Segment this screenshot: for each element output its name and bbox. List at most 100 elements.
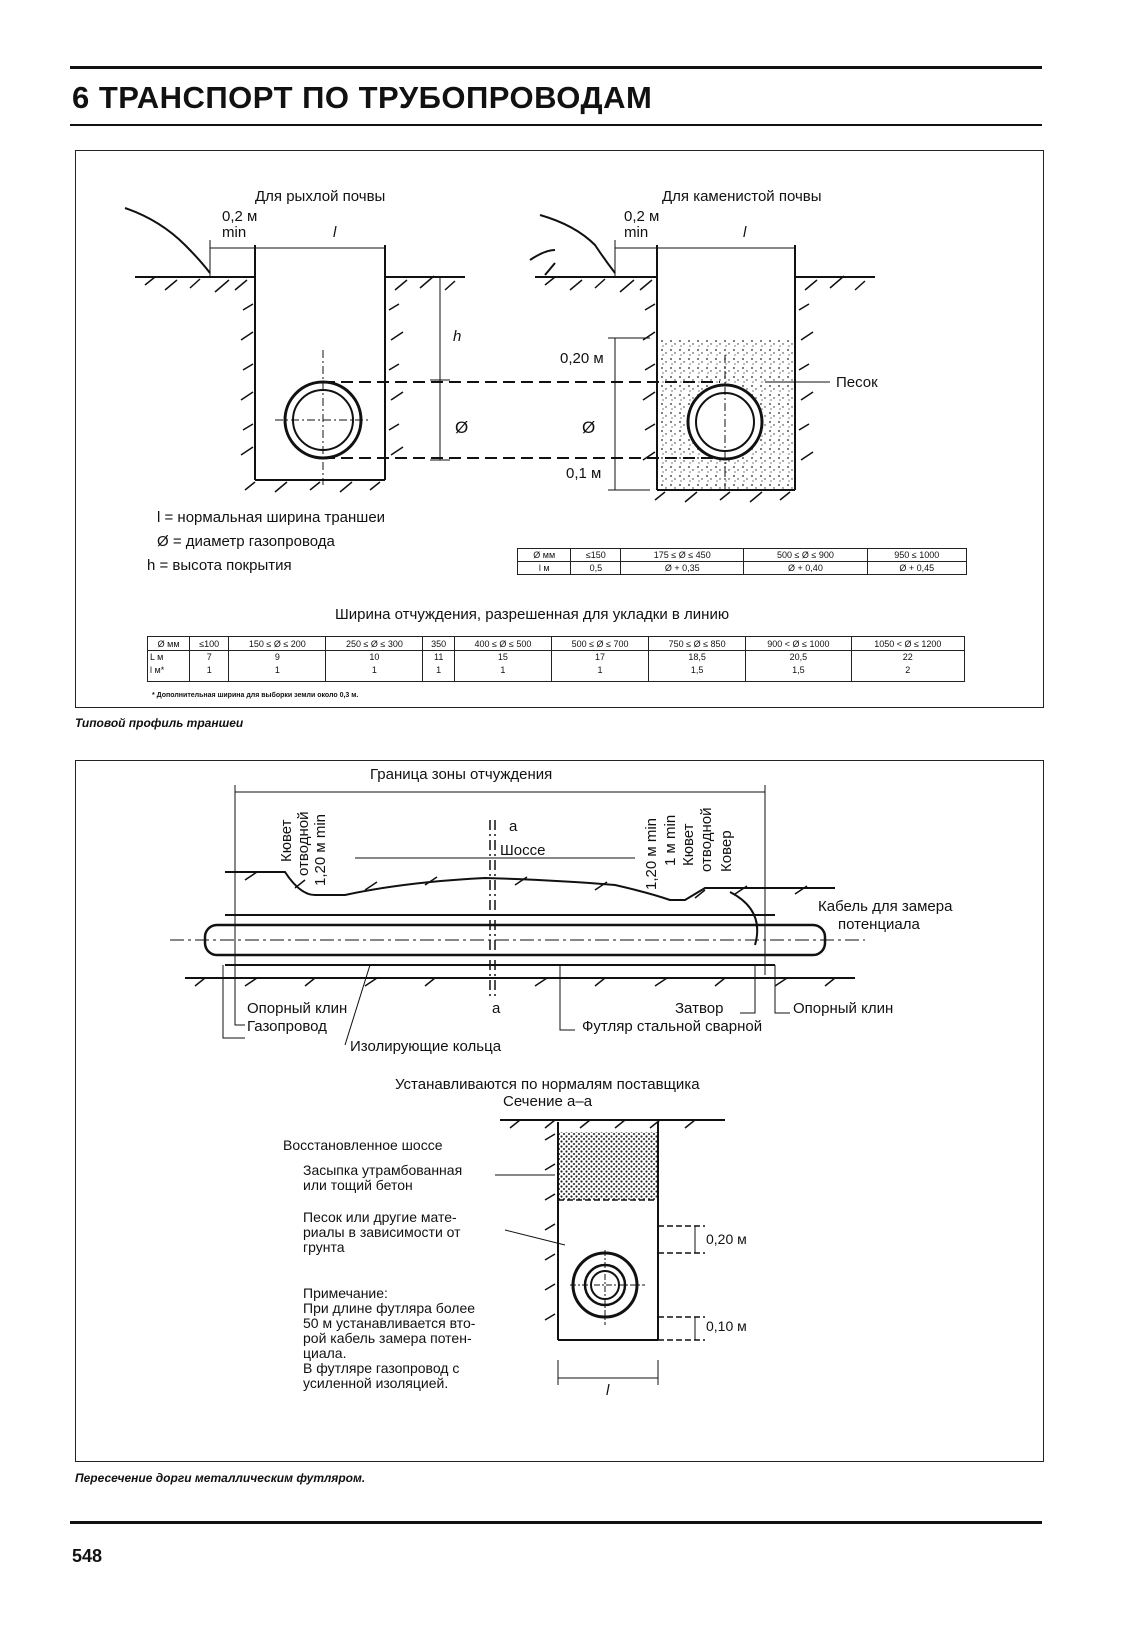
table-cell: 400 ≤ Ø ≤ 500 — [453, 636, 552, 651]
right-ditch-label: Кювет — [680, 823, 697, 866]
trench-profile-drawing — [124, 207, 875, 503]
legend-diameter: Ø = диаметр газопровода — [157, 533, 335, 550]
cell-value: 1 — [206, 665, 212, 675]
header-bottom-rule — [70, 124, 1042, 126]
left-ditch-label: Кювет — [278, 819, 295, 862]
section-width-symbol: l — [606, 1382, 610, 1399]
page-number: 548 — [72, 1546, 103, 1566]
note-line: грунта — [303, 1239, 345, 1255]
table-cell: 750 ≤ Ø ≤ 850 — [648, 636, 747, 651]
table-cell: 20,5 1,5 — [745, 650, 852, 682]
soft-soil-gap-min: min — [222, 224, 247, 241]
left-depth-label: 1,20 м min — [312, 813, 329, 886]
right-ditch-label-2: отводной — [698, 807, 715, 872]
figure-trench-profile — [75, 150, 1044, 708]
table-cell: Ø + 0,35 — [620, 561, 745, 575]
header-top-rule — [70, 66, 1042, 69]
sand-top-dimension: 0,20 м — [560, 350, 604, 367]
note-line: При длине футляра более — [303, 1300, 476, 1316]
soft-soil-width-symbol: l — [333, 224, 337, 241]
table-cell: 900 < Ø ≤ 1000 — [745, 636, 852, 651]
cell-value: 17 — [595, 652, 606, 662]
table-cell: Ø + 0,40 — [743, 561, 868, 575]
zone-boundary-label: Граница зоны отчуждения — [370, 766, 553, 783]
row-label: L м — [150, 652, 164, 662]
section-top-dimension: 0,20 м — [706, 1231, 747, 1247]
cell-value: 1 — [371, 665, 377, 675]
table-cell: 250 ≤ Ø ≤ 300 — [325, 636, 424, 651]
cell-value: 7 — [206, 652, 212, 662]
table-cell: 500 ≤ Ø ≤ 700 — [550, 636, 650, 651]
table-cell: L м l м* — [146, 650, 191, 682]
soft-soil-diameter-symbol: Ø — [455, 418, 469, 437]
cable-label-2: потенциала — [838, 916, 920, 933]
cell-value: 1 — [274, 665, 280, 675]
section-note: Примечание: При длине футляра более 50 м… — [303, 1286, 475, 1391]
figure1-caption: Типовой профиль траншеи — [75, 716, 244, 730]
note-line: или тощий бетон — [303, 1177, 413, 1193]
note-line: риалы в зависимости от — [303, 1224, 461, 1240]
cell-value: 22 — [902, 652, 913, 662]
table-cell: 350 — [422, 636, 455, 651]
cell-value: 1,5 — [792, 665, 805, 675]
note-line: В футляре газопровод с — [303, 1360, 460, 1376]
table-footnote: * Дополнительная ширина для выборки земл… — [152, 692, 359, 699]
rocky-soil-trench — [529, 214, 875, 503]
sand-other-label: Песок или другие мате- риалы в зависимос… — [303, 1210, 461, 1255]
note-line: Засыпка утрамбованная — [303, 1162, 463, 1178]
height-symbol: h — [453, 328, 462, 345]
table2-caption: Ширина отчуждения, разрешенная для уклад… — [335, 606, 730, 623]
right-min-label: 1 м min — [662, 814, 679, 866]
rocky-soil-gap-min: min — [624, 224, 649, 241]
soft-soil-label: Для рыхлой почвы — [255, 188, 386, 205]
table-cell: 0,5 — [570, 561, 622, 575]
table-row: Ø мм ≤100 150 ≤ Ø ≤ 200 250 ≤ Ø ≤ 300 35… — [146, 636, 966, 651]
cell-value: 2 — [905, 665, 911, 675]
legend-height: h = высота покрытия — [147, 557, 292, 574]
soft-soil-gap-value: 0,2 м — [222, 208, 258, 225]
insulating-rings-label: Изолирующие кольца — [350, 1038, 502, 1055]
table-cell: ≤150 — [570, 548, 622, 562]
figure-road-crossing — [75, 760, 1044, 1462]
sand-label: Песок — [836, 374, 878, 391]
cell-value: 11 — [434, 652, 444, 662]
table-cell: 950 ≤ 1000 — [866, 548, 968, 562]
note-line: Примечание: — [303, 1285, 388, 1301]
soft-soil-dimensions — [209, 240, 450, 461]
rocky-soil-dimensions — [608, 240, 830, 491]
right-depth-label: 1,20 м min — [643, 817, 660, 890]
note-line: усиленной изоляцией. — [303, 1375, 449, 1391]
cell-value: 1 — [597, 665, 603, 675]
section-title: Сечение а–а — [503, 1093, 593, 1110]
cell-value: 1 — [436, 665, 442, 675]
soft-soil-trench — [124, 207, 465, 493]
note-line: Песок или другие мате- — [303, 1209, 457, 1225]
table-cell: Ø мм — [146, 636, 191, 651]
cell-value: 15 — [497, 652, 508, 662]
cell-value: 20,5 — [789, 652, 808, 662]
table-row: Ø мм ≤150 175 ≤ Ø ≤ 450 500 ≤ Ø ≤ 900 95… — [516, 548, 968, 562]
road-crossing-drawing — [170, 785, 865, 1385]
table-cell: l м — [516, 561, 572, 575]
cable-label: Кабель для замера — [818, 898, 953, 915]
row-label: l м* — [150, 665, 165, 675]
support-left-label: Опорный клин — [247, 1000, 348, 1017]
legend-width: l = нормальная ширина траншеи — [157, 509, 386, 526]
valve-label: Затвор — [675, 1000, 724, 1017]
section-bottom-dimension: 0,10 м — [706, 1318, 747, 1334]
right-of-way-table: Ø мм ≤100 150 ≤ Ø ≤ 200 250 ≤ Ø ≤ 300 35… — [146, 636, 966, 682]
table-cell: ≤100 — [189, 636, 230, 651]
rocky-soil-width-symbol: l — [743, 224, 747, 241]
rocky-soil-label: Для каменистой почвы — [662, 188, 822, 205]
cell-value: 1 — [500, 665, 506, 675]
gas-pipe-label: Газопровод — [247, 1018, 327, 1035]
section-mark-top: a — [509, 818, 518, 835]
casing-label: Футляр стальной сварной — [582, 1018, 763, 1035]
